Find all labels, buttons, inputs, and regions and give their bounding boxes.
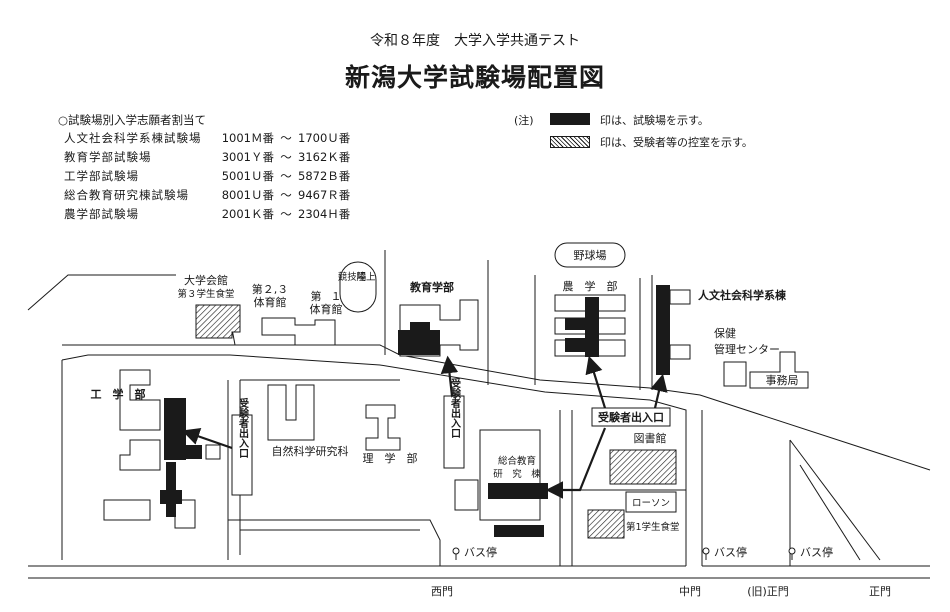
arrow-left: [181, 428, 233, 450]
arrow-right-2: [650, 373, 668, 409]
assignment-row: 人文社会科学系棟試験場 1001Ｍ番〜 1700Ｕ番: [64, 130, 362, 146]
health-center-label-1: 保健: [714, 326, 736, 340]
assignment-row: 総合教育研究棟試験場 8001Ｕ番〜 9467Ｒ番: [64, 187, 362, 203]
cafeteria3-label: 第３学生食堂: [177, 288, 234, 300]
assignment-to: 5872Ｂ番: [298, 169, 351, 183]
entrance-right-label: 受験者出入口: [598, 410, 664, 424]
natural-sci-building: [267, 384, 315, 441]
general-edu-label-1: 総合教育: [498, 455, 536, 467]
legend-exam-site-swatch: [550, 113, 590, 125]
gym1-label-a: 第: [311, 289, 322, 303]
gym1-label-b: １: [331, 290, 342, 303]
natural-sci-label: 自然科学研究科: [272, 444, 349, 458]
office-building: [749, 351, 809, 389]
assignment-site: 農学部試験場: [64, 207, 139, 221]
univ-hall-label: 大学会館: [184, 273, 228, 287]
assignment-site: 工学部試験場: [64, 169, 139, 183]
bus-stop-3-label: バス停: [800, 545, 833, 559]
bus-stop-1: [452, 547, 460, 560]
arrow-right-1: [585, 355, 607, 409]
arrow-mid: [440, 355, 459, 397]
assignment-row: 教育学部試験場 3001Ｙ番〜 3162Ｋ番: [64, 149, 362, 165]
cafeteria1-label: 第1学生食堂: [626, 521, 680, 533]
general-edu-label-2: 研 究 棟: [493, 468, 541, 480]
entrance-left-box: [231, 414, 253, 496]
assignment-row: 工学部試験場 5001Ｕ番〜 5872Ｂ番: [64, 168, 362, 184]
assignment-from: 1001Ｍ番: [221, 131, 274, 145]
gym23-label-1: 第２,３: [252, 282, 289, 296]
entrance-right-box: [591, 407, 671, 427]
health-center-label-2: 管理センター: [714, 342, 780, 356]
general-edu-exam-site: [488, 483, 548, 499]
education-label: 教育学部: [409, 280, 454, 294]
arrow-right-3: [545, 427, 607, 499]
humanities-exam-site: [656, 285, 670, 375]
bus-stop-2: [702, 547, 710, 560]
assignment-tilde: 〜: [280, 131, 292, 145]
page-title: 新潟大学試験場配置図: [344, 63, 605, 92]
lawson-building: [625, 491, 677, 513]
univ-hall-building: [195, 304, 241, 339]
assignment-from: 3001Ｙ番: [221, 150, 274, 164]
lawson-label: ローソン: [632, 498, 670, 509]
humanities-label: 人文社会科学系棟: [698, 288, 787, 302]
assignment-from: 2001Ｋ番: [221, 207, 274, 221]
legend-exam-site-text: 印は、試験場を示す。: [600, 114, 709, 127]
cafeteria1-building: [587, 509, 625, 539]
track-field-outline: [339, 261, 377, 313]
entrance-left-label: 受験者出入口: [237, 397, 250, 458]
assignment-site: 総合教育研究棟試験場: [64, 188, 189, 202]
library-label: 図書館: [634, 431, 667, 445]
gym23-building: [261, 317, 336, 346]
legend-waiting-room-swatch: [550, 136, 590, 148]
gate-old-main-label: (旧)正門: [747, 585, 789, 598]
assignment-site: 人文社会科学系棟試験場: [64, 131, 202, 145]
gate-west-label: 西門: [431, 585, 453, 598]
bus-stop-2-label: バス停: [714, 545, 747, 559]
education-exam-site: [398, 330, 440, 355]
engineering-exam-site: [164, 398, 186, 460]
baseball-field-outline: [554, 242, 626, 268]
bus-stop-3: [788, 547, 796, 560]
track-label-1: 陸上: [356, 271, 376, 283]
agriculture-label: 農 学 部: [563, 279, 618, 293]
assignment-from: 5001Ｕ番: [221, 169, 274, 183]
assignment-to: 2304Ｈ番: [298, 207, 351, 221]
gym23-label-2: 体育館: [254, 295, 287, 309]
health-center-building: [723, 361, 747, 387]
science-building: [365, 404, 401, 451]
library-building: [609, 449, 677, 485]
assignment-site: 教育学部試験場: [64, 150, 152, 164]
page-subtitle: 令和８年度 大学入学共通テスト: [370, 33, 580, 49]
engineering-label: 工 学 部: [91, 387, 146, 401]
track-label-2: 競技場: [338, 271, 367, 283]
gym1-label-c: 体育館: [310, 302, 343, 316]
assignment-to: 9467Ｒ番: [298, 188, 351, 202]
science-label: 理 学 部: [363, 451, 418, 465]
assignment-to: 1700Ｕ番: [298, 131, 351, 145]
assignment-to: 3162Ｋ番: [298, 150, 351, 164]
assignment-row: 農学部試験場 2001Ｋ番〜 2304Ｈ番: [64, 206, 362, 222]
bus-stop-1-label: バス停: [464, 545, 497, 559]
gate-middle-label: 中門: [679, 585, 701, 598]
assignment-tilde: 〜: [280, 188, 292, 202]
legend-waiting-room-text: 印は、受験者等の控室を示す。: [600, 136, 753, 149]
road-network: [27, 250, 931, 579]
baseball-field-label: 野球場: [574, 248, 607, 262]
legend-note: (注): [514, 114, 534, 127]
office-label: 事務局: [766, 373, 799, 387]
gate-main-label: 正門: [869, 585, 891, 598]
assignment-heading: ○試験場別入学志願者割当て: [58, 113, 207, 127]
assignment-tilde: 〜: [280, 207, 292, 221]
assignment-tilde: 〜: [280, 169, 292, 183]
assignment-from: 8001Ｕ番: [221, 188, 274, 202]
assignment-tilde: 〜: [280, 150, 292, 164]
entrance-mid-box: [443, 395, 465, 469]
